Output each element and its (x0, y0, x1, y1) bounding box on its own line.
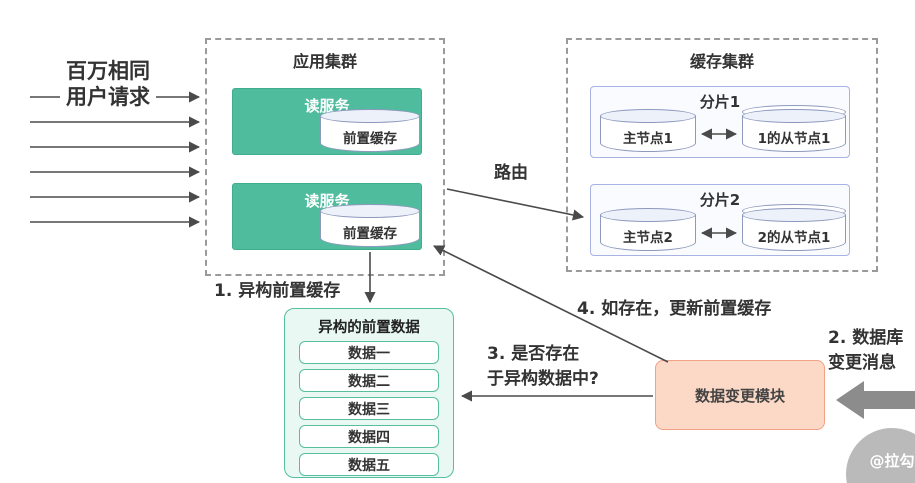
slave-node-cylinder-1: 1的从节点1 (742, 105, 846, 152)
million-requests-label: 百万相同 用户请求 (60, 56, 156, 112)
shard-title-2: 分片2 (699, 191, 741, 209)
cache-cluster-title: 缓存集群 (689, 52, 754, 71)
cylinder-top (600, 109, 696, 123)
step3-label: 3. 是否存在 于异构数据中? (487, 342, 599, 392)
cylinder-top (320, 109, 420, 123)
route-label: 路由 (494, 163, 528, 183)
step2-label: 2. 数据库 变更消息 (828, 326, 903, 376)
watermark-text: @拉勾 (869, 452, 915, 470)
master-node-cylinder-1: 主节点1 (600, 109, 696, 152)
front-cache-label-2: 前置缓存 (343, 226, 397, 242)
million-requests-line1: 百万相同 (66, 59, 150, 83)
slave-node-label-2: 2的从节点1 (757, 230, 831, 246)
step2-line1: 2. 数据库 (828, 328, 904, 348)
step3-line2: 于异构数据中? (487, 369, 599, 389)
step2-line2: 变更消息 (828, 353, 896, 373)
db-change-message-arrow (836, 381, 915, 419)
route-arrow (446, 188, 585, 221)
data-item-4: 数据四 (299, 425, 439, 448)
cylinder-top (742, 208, 846, 222)
million-requests-line2: 用户请求 (66, 85, 150, 109)
cylinder-top (600, 208, 696, 222)
shard-title-1: 分片1 (699, 93, 741, 111)
data-item-5: 数据五 (299, 453, 439, 476)
step3-line1: 3. 是否存在 (487, 344, 580, 364)
front-cache-label-1: 前置缓存 (343, 131, 397, 147)
step4-label: 4. 如存在，更新前置缓存 (577, 299, 772, 319)
data-item-1: 数据一 (299, 341, 439, 364)
cylinder-top (742, 109, 846, 123)
master-node-label-2: 主节点2 (623, 230, 673, 246)
hetero-data-title: 异构的前置数据 (318, 320, 420, 336)
data-item-3: 数据三 (299, 397, 439, 420)
hetero-data-box: 异构的前置数据 数据一 数据二 数据三 数据四 数据五 (284, 308, 454, 478)
step1-label: 1. 异构前置缓存 (214, 281, 341, 301)
slave-node-label-1: 1的从节点1 (757, 131, 831, 147)
front-cache-cylinder-1: 前置缓存 (320, 109, 420, 152)
data-change-module: 数据变更模块 (655, 360, 825, 430)
data-change-module-label: 数据变更模块 (694, 386, 785, 405)
cache-cluster-box: 缓存集群 (566, 38, 878, 272)
master-node-label-1: 主节点1 (623, 131, 673, 147)
master-node-cylinder-2: 主节点2 (600, 208, 696, 251)
cylinder-body (600, 215, 696, 251)
app-cluster-box: 应用集群 (205, 38, 445, 276)
app-cluster-title: 应用集群 (292, 52, 357, 71)
hetero-data-items: 数据一 数据二 数据三 数据四 数据五 (299, 341, 439, 476)
slave-node-cylinder-2: 2的从节点1 (742, 204, 846, 251)
front-cache-cylinder-2: 前置缓存 (320, 204, 420, 247)
data-item-2: 数据二 (299, 369, 439, 392)
cylinder-top (320, 204, 420, 218)
watermark-badge: @拉勾 (846, 428, 915, 483)
